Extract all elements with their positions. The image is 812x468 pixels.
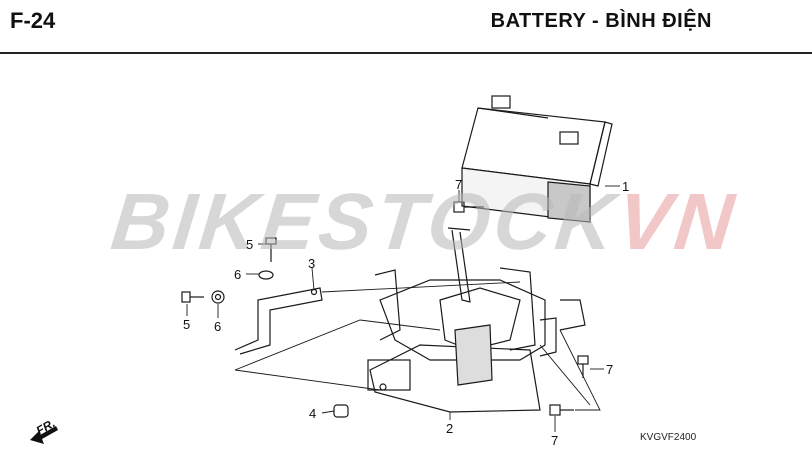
battery-tray-drawing <box>367 227 586 413</box>
callout-2: 2 <box>446 421 454 436</box>
callout-7a: 7 <box>455 177 463 192</box>
callout-3: 3 <box>308 256 316 271</box>
watermark-part1: BIKESTOCK <box>107 177 623 266</box>
watermark-part2: VN <box>613 177 742 266</box>
leader-lines <box>186 185 620 432</box>
watermark: BIKESTOCKVN <box>107 176 741 268</box>
battery-drawing <box>461 95 613 223</box>
hardware-drawing <box>181 201 589 418</box>
header-rule <box>0 52 812 54</box>
callout-6a: 6 <box>234 267 242 282</box>
callout-7c: 7 <box>551 433 559 448</box>
diagram-code: F-24 <box>10 8 56 33</box>
fr-arrow-icon <box>30 426 58 444</box>
callout-7b: 7 <box>606 362 614 377</box>
stay-bracket-drawing <box>234 287 323 355</box>
callout-4: 4 <box>309 406 317 421</box>
callout-6b: 6 <box>214 319 222 334</box>
callout-1: 1 <box>622 179 630 194</box>
diagram-title: BATTERY - BÌNH ĐIỆN <box>490 10 712 32</box>
drawing-code: KVGVF2400 <box>640 432 697 443</box>
callout-5b: 5 <box>183 317 191 332</box>
callout-5a: 5 <box>246 237 254 252</box>
